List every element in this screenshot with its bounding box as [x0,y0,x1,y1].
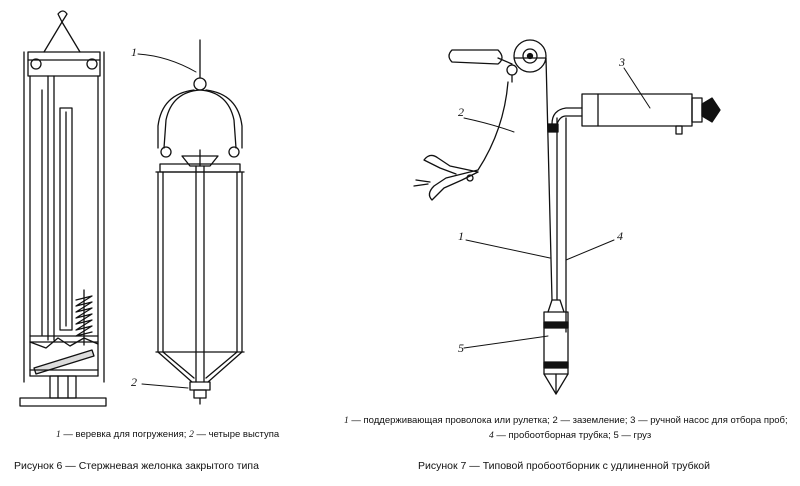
fig7-label-4: 4 [617,229,623,243]
legend-text-2: четыре выступа [208,429,280,440]
fig7-label-1: 1 [458,229,464,243]
figure7-legend-line2: 4 — пробоотборная трубка; 5 — груз [489,430,651,441]
figure7-legend-line1: 1 — поддерживающая проволока или рулетка… [344,415,788,426]
figure6-legend: 1 — веревка для погружения; 2 — четыре в… [56,429,280,440]
fig7-label-3: 3 [618,55,625,69]
figure7-caption: Рисунок 7 — Типовой пробоотборник с удли… [418,460,710,472]
legend-num-2: 2 [189,430,194,440]
legend7-num-1: 1 [344,416,349,426]
fig7-label-5: 5 [458,341,464,355]
fig7-label-2: 2 [458,105,464,119]
legend-num-1: 1 [56,430,61,440]
legend7-num-4: 4 [489,431,494,441]
fig6-label-1: 1 [131,45,137,59]
legend7-text-2: — пробоотборная трубка; 5 — груз [496,430,652,441]
figure6-caption: Рисунок 6 — Стержневая желонка закрытого… [14,460,259,472]
fig6-label-2: 2 [131,375,137,389]
legend7-text-1: — поддерживающая проволока или рулетка; … [351,415,788,426]
figure6-bailer-external [137,39,245,405]
legend-text-1: веревка для погружения; [75,429,187,440]
figure7-sampler [413,39,721,395]
figure6-bailer-section [19,10,107,407]
